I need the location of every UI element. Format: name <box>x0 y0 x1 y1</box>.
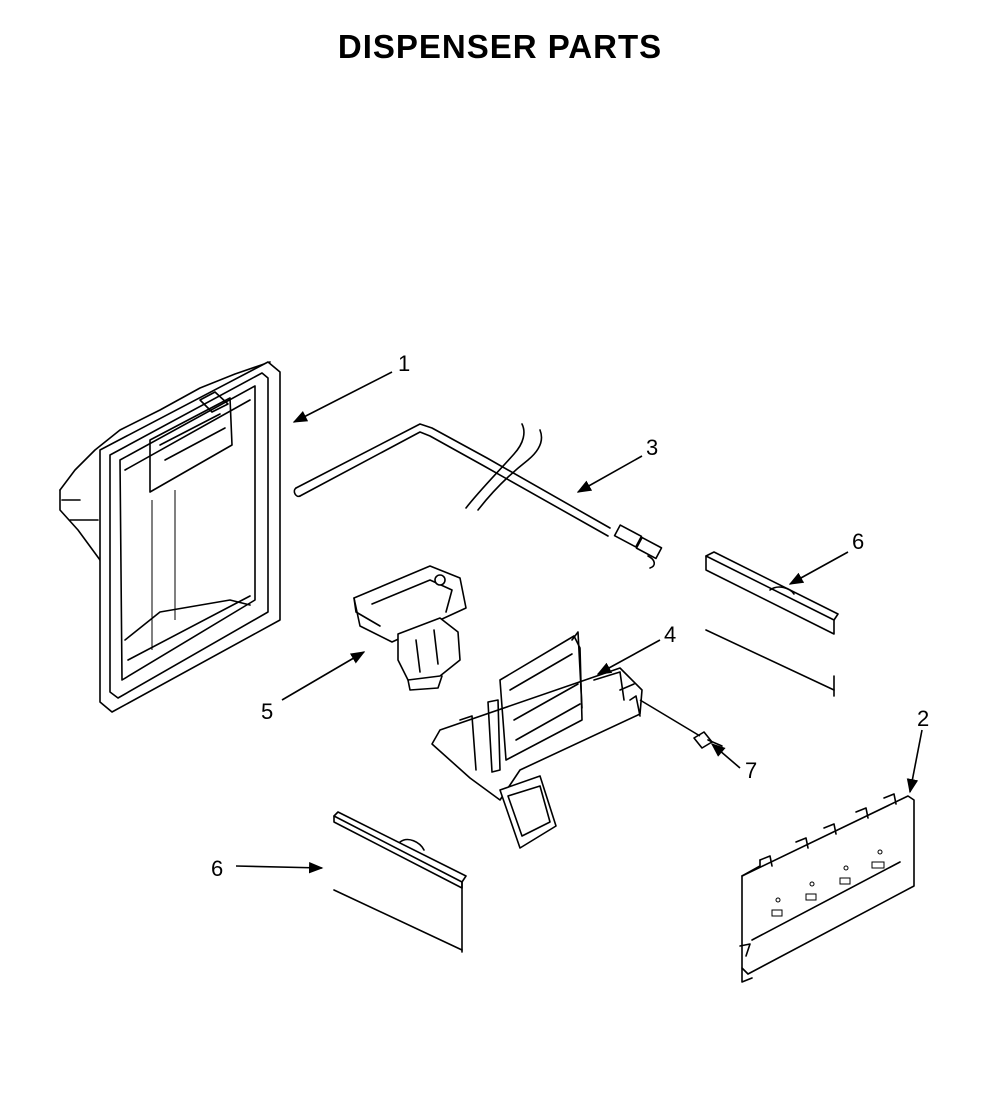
callout-2: 2 <box>917 706 929 731</box>
callout-1: 1 <box>398 351 410 376</box>
leader-line-2 <box>906 729 923 794</box>
part-1-dispenser-housing[interactable] <box>59 361 281 713</box>
leader-line-3 <box>576 455 643 493</box>
part-2-control-panel[interactable] <box>739 793 915 983</box>
leader-line-6-upper <box>788 551 849 585</box>
part-7-screw[interactable] <box>639 699 723 749</box>
leader-line-7 <box>710 743 741 769</box>
part-6-upper-trim[interactable] <box>705 551 839 697</box>
page-title: DISPENSER PARTS <box>337 28 663 65</box>
part-6-lower-trim[interactable] <box>333 811 467 953</box>
leader-line-6-lower <box>235 861 324 874</box>
callout-5: 5 <box>261 699 273 724</box>
part-3-water-tube[interactable] <box>293 423 663 569</box>
leader-line-1 <box>292 371 393 423</box>
leader-line-5 <box>281 651 366 701</box>
callout-6-upper: 6 <box>852 529 864 554</box>
part-5-ice-chute-assembly[interactable] <box>353 565 467 691</box>
part-4-dispenser-actuator[interactable] <box>431 631 643 849</box>
leader-line-4 <box>596 639 661 675</box>
callout-4: 4 <box>664 622 676 647</box>
callout-7: 7 <box>745 758 757 783</box>
callout-6-lower: 6 <box>211 856 223 881</box>
callout-3: 3 <box>646 435 658 460</box>
